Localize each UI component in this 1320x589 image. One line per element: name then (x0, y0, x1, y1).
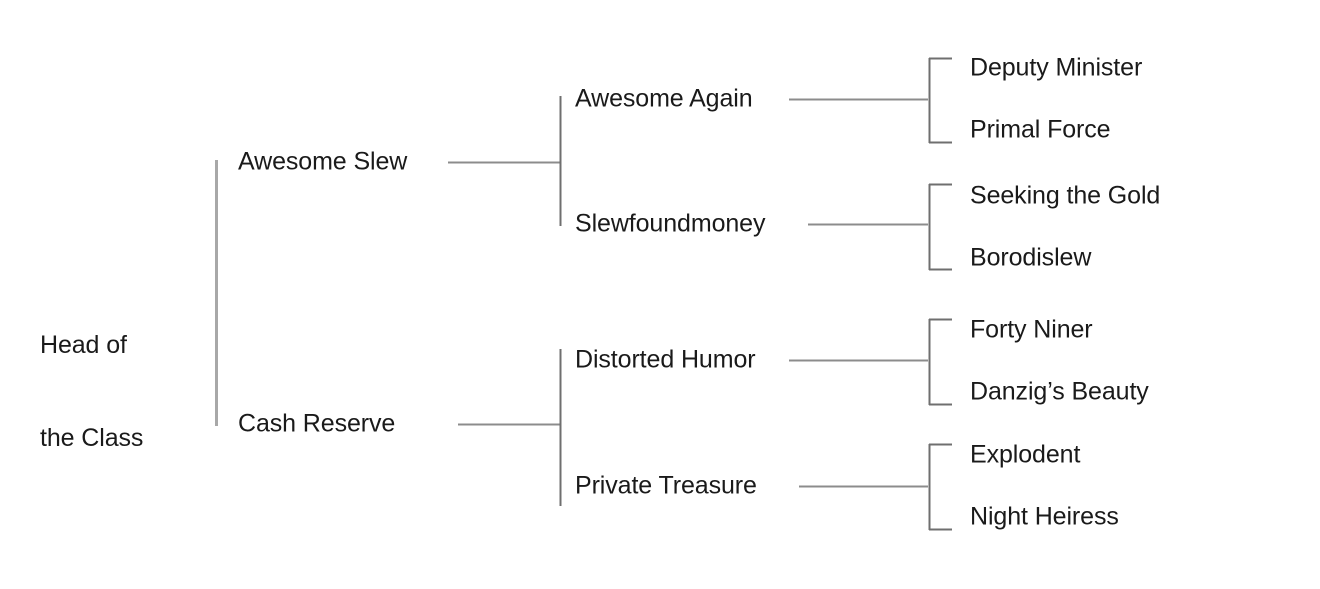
node-distorted-humor[interactable]: Distorted Humor (575, 345, 756, 374)
node-label-line2: the Class (40, 424, 144, 452)
node-awesome-again[interactable]: Awesome Again (575, 84, 753, 113)
node-head-of-the-class[interactable]: Head of the Class (40, 268, 143, 516)
node-borodislew[interactable]: Borodislew (970, 243, 1092, 272)
gen2-connector-group (448, 161, 560, 426)
node-danzigs-beauty[interactable]: Danzig’s Beauty (970, 377, 1149, 406)
node-slewfoundmoney[interactable]: Slewfoundmoney (575, 209, 766, 238)
gen4-bracket-group (928, 57, 952, 531)
bracket-private-treasure (928, 443, 952, 531)
node-cash-reserve[interactable]: Cash Reserve (238, 409, 396, 438)
node-forty-niner[interactable]: Forty Niner (970, 315, 1093, 344)
bracket-distorted-humor (928, 318, 952, 406)
node-explodent[interactable]: Explodent (970, 440, 1081, 469)
gen3-connector-group (789, 98, 928, 488)
node-deputy-minister[interactable]: Deputy Minister (970, 53, 1143, 82)
node-primal-force[interactable]: Primal Force (970, 115, 1111, 144)
node-night-heiress[interactable]: Night Heiress (970, 502, 1119, 531)
node-awesome-slew[interactable]: Awesome Slew (238, 147, 408, 176)
bracket-awesome-again (928, 57, 952, 144)
bracket-slewfoundmoney (928, 183, 952, 271)
node-private-treasure[interactable]: Private Treasure (575, 471, 757, 500)
node-label-line1: Head of (40, 331, 127, 359)
node-seeking-the-gold[interactable]: Seeking the Gold (970, 181, 1161, 210)
